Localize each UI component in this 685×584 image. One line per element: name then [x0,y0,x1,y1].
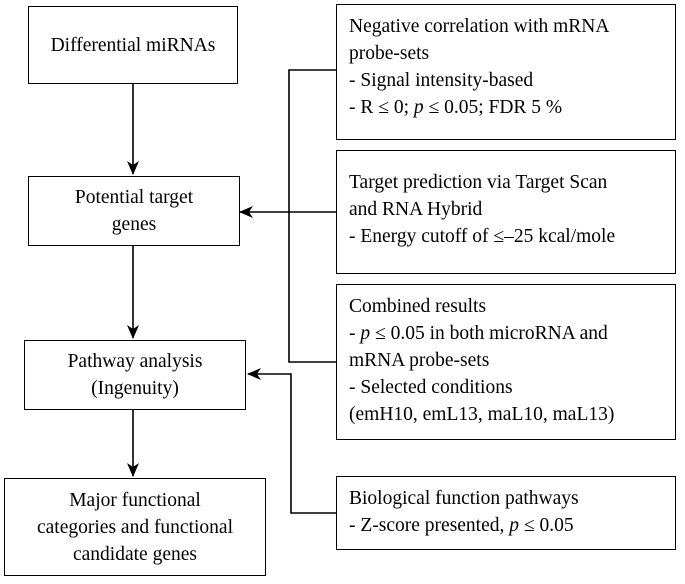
potential-target-label-line2: genes [111,214,157,235]
negative-correlation-bullet2: - R ≤ 0; p ≤ 0.05; FDR 5 % [349,97,563,118]
pathway-analysis-label-line1: Pathway analysis [67,351,203,372]
biological-function-box: Biological function pathways - Z-score p… [336,476,676,550]
potential-target-label-line1: Potential target [74,187,194,208]
major-functional-box: Major functional categories and function… [4,478,266,576]
combined-results-title: Combined results [349,296,487,317]
pathway-analysis-label-line2: (Ingenuity) [91,378,179,399]
pathway-analysis-box: Pathway analysis (Ingenuity) [24,340,246,410]
biological-function-title: Biological function pathways [349,488,579,509]
bracket-negative-to-combined [288,69,336,363]
combined-results-box: Combined results - p ≤ 0.05 in both micr… [336,284,676,440]
target-prediction-title-line2: and RNA Hybrid [349,199,483,220]
target-prediction-bullet1: - Energy cutoff of ≤–25 kcal/mole [349,226,616,247]
negative-correlation-box: Negative correlation with mRNA probe-set… [336,4,676,140]
negative-correlation-title-line2: probe-sets [349,43,430,64]
differential-mirnas-box: Differential miRNAs [28,6,238,84]
negative-correlation-title-line1: Negative correlation with mRNA [349,16,610,37]
target-prediction-title-line1: Target prediction via Target Scan [349,172,608,193]
negative-correlation-bullet1: - Signal intensity-based [349,70,534,91]
major-functional-label-line1: Major functional [69,489,201,511]
biological-function-bullet1: - Z-score presented, p ≤ 0.05 [349,515,574,536]
combined-results-bullet2: - Selected conditions [349,377,513,398]
target-prediction-box: Target prediction via Target Scan and RN… [336,150,676,274]
differential-mirnas-label: Differential miRNAs [50,34,216,56]
combined-results-bullet1: - p ≤ 0.05 in both microRNA and [349,323,608,344]
potential-target-genes-box: Potential target genes [28,176,240,246]
major-functional-label-line2: categories and functional [37,516,233,538]
combined-results-bullet1-cont: mRNA probe-sets [349,350,490,371]
major-functional-label-line3: candidate genes [73,543,197,565]
arrow-biological-to-pathway [247,368,336,514]
combined-results-bullet2-cont: (emH10, emL13, maL10, maL13) [349,404,615,425]
